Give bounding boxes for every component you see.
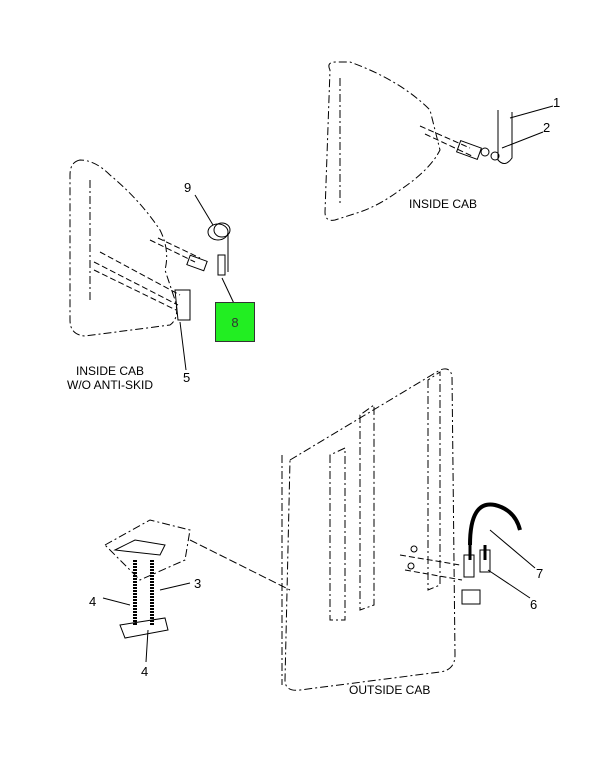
callout-8: 8 bbox=[231, 314, 239, 330]
callout-4: 4 bbox=[141, 664, 149, 679]
bracket-assembly-outside bbox=[102, 519, 291, 663]
callout-1: 1 bbox=[553, 95, 561, 110]
view-label-outside-cab: OUTSIDE CAB bbox=[349, 683, 431, 697]
callout-3: 3 bbox=[194, 576, 202, 591]
door-panel-top-right bbox=[324, 61, 441, 221]
callout-9: 9 bbox=[184, 180, 192, 195]
door-panel-left bbox=[69, 159, 178, 337]
callout-5: 5 bbox=[183, 370, 191, 385]
door-panel-outside bbox=[281, 368, 456, 691]
callout-4: 4 bbox=[89, 594, 97, 609]
highlighted-callout-8[interactable]: 8 bbox=[215, 302, 255, 342]
callout-7: 7 bbox=[536, 566, 544, 581]
view-label-inside-cab: INSIDE CAB bbox=[409, 197, 478, 211]
hose-assembly bbox=[399, 502, 536, 605]
callout-2: 2 bbox=[543, 120, 551, 135]
callout-6: 6 bbox=[530, 597, 538, 612]
hook-assembly-top bbox=[419, 105, 554, 164]
hook-assembly-left bbox=[93, 194, 239, 371]
